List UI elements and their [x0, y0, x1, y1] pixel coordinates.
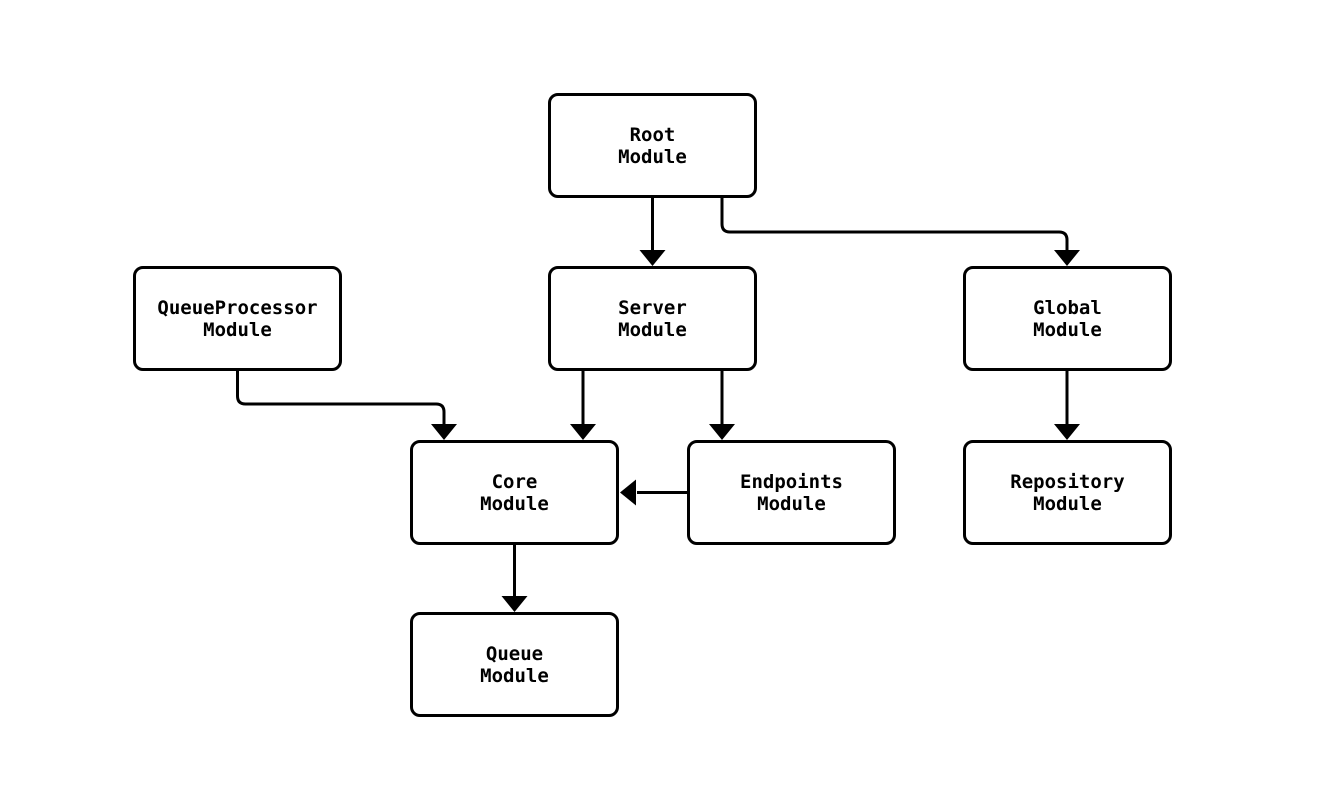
- node-label-line2: Module: [618, 318, 687, 341]
- node-label-line2: Module: [1033, 492, 1102, 515]
- node-label-line2: Module: [618, 145, 687, 168]
- edge-queueprocessor-to-core: [236, 371, 457, 440]
- node-root-module: Root Module: [548, 93, 757, 198]
- node-label-line2: Module: [480, 664, 549, 687]
- edge-core-to-queue: [501, 545, 528, 612]
- edge-root-to-server: [639, 198, 666, 266]
- node-label-line1: Repository: [1010, 470, 1125, 493]
- node-queueprocessor-module: QueueProcessor Module: [133, 266, 342, 371]
- node-label-line2: Module: [480, 492, 549, 515]
- edge-server-to-endpoints: [709, 371, 735, 440]
- node-label-line1: Core: [491, 470, 538, 493]
- node-label-line2: Module: [1033, 318, 1102, 341]
- node-label-line2: Module: [203, 318, 272, 341]
- edge-endpoints-to-core: [620, 479, 687, 506]
- node-label-line1: Server: [618, 296, 687, 319]
- node-endpoints-module: Endpoints Module: [687, 440, 896, 545]
- node-label-line2: Module: [757, 492, 826, 515]
- node-server-module: Server Module: [548, 266, 757, 371]
- node-label-line1: Queue: [485, 642, 544, 665]
- edge-root-to-global: [720, 198, 1080, 266]
- edge-global-to-repository: [1054, 370, 1080, 440]
- node-repository-module: Repository Module: [963, 440, 1172, 545]
- node-global-module: Global Module: [963, 266, 1172, 371]
- node-queue-module: Queue Module: [410, 612, 619, 717]
- node-label-line1: Global: [1033, 296, 1102, 319]
- node-core-module: Core Module: [410, 440, 619, 545]
- node-label-line1: Endpoints: [740, 470, 843, 493]
- node-label-line1: QueueProcessor: [157, 296, 318, 319]
- node-label-line1: Root: [629, 123, 676, 146]
- edge-server-to-core: [570, 371, 596, 440]
